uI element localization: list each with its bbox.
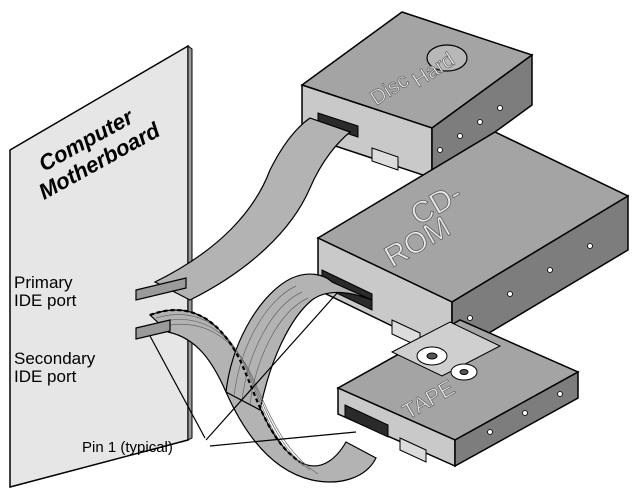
hard-disc-spindle <box>426 44 468 72</box>
motherboard-edge <box>187 45 193 441</box>
tape-mechanism <box>390 321 502 377</box>
motherboard-face <box>9 44 189 488</box>
primary-label-line2: IDE port <box>14 290 77 310</box>
secondary-ide-port-label: Secondary IDE port <box>14 350 95 386</box>
pin1-label: Pin 1 (typical) <box>82 439 173 456</box>
cdrom-drive <box>316 131 630 357</box>
tape-power-socket <box>399 437 427 463</box>
primary-ide-port <box>135 277 187 301</box>
hard-disc-side <box>431 53 533 180</box>
tape-ide-socket <box>344 404 389 438</box>
secondary-ide-port <box>135 319 171 340</box>
tape-drive <box>336 319 580 468</box>
tape-side <box>454 370 579 468</box>
primary-ide-port-label: Primary IDE port <box>14 274 76 310</box>
secondary-label-line2: IDE port <box>14 366 77 386</box>
primary-label-line1: Primary <box>14 273 73 292</box>
secondary-label-line1: Secondary <box>14 349 96 368</box>
hard-disc-drive <box>300 11 534 180</box>
secondary-cable-pin1-stripe <box>149 308 301 463</box>
motherboard <box>9 44 193 488</box>
hard-disc-power-socket <box>371 147 399 171</box>
primary-ide-cable <box>153 117 352 301</box>
tape-reels <box>416 346 478 381</box>
pin1-leader-lines <box>149 291 357 447</box>
